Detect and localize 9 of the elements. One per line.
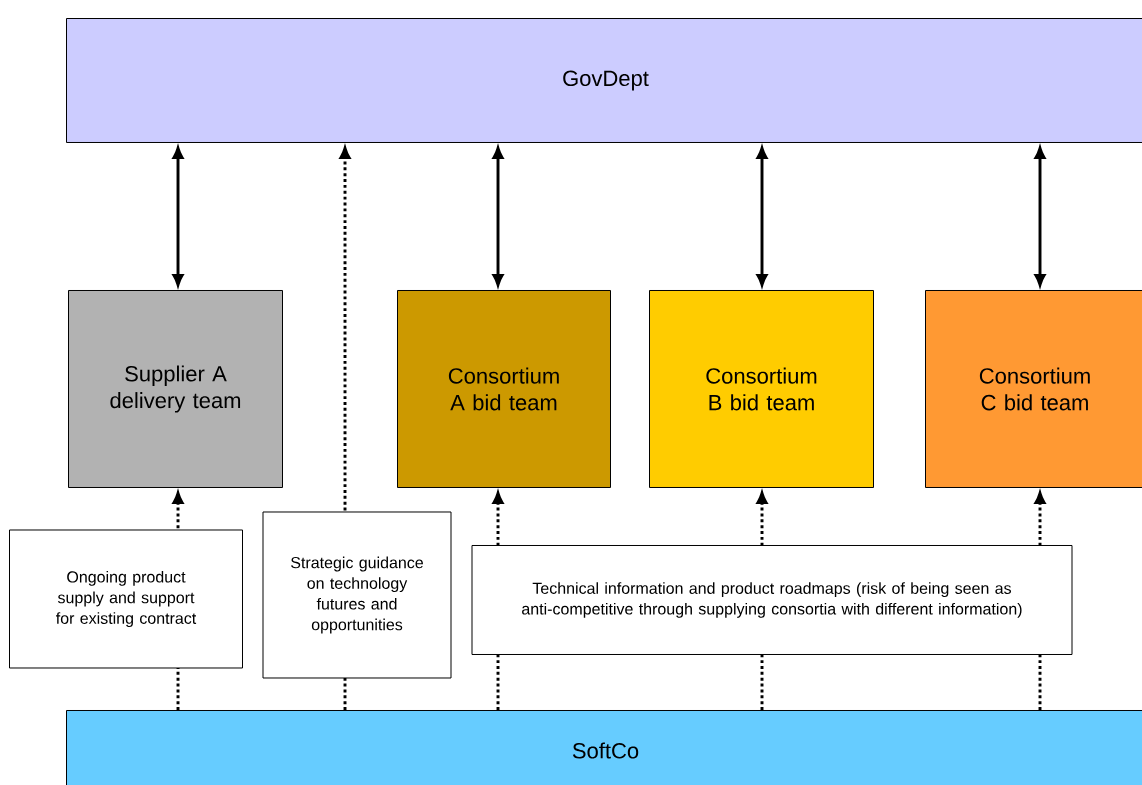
team-box: Consortium B bid team	[649, 290, 874, 488]
team-box: Consortium C bid team	[925, 290, 1142, 488]
organization-box: GovDept	[66, 18, 1142, 143]
team-box: Consortium A bid team	[397, 290, 611, 488]
organization-box: SoftCo	[66, 710, 1142, 785]
edge-label: Ongoing product supply and support for existing contract	[9, 529, 243, 669]
edge-label: Strategic guidance on technology futures and opportunities	[262, 511, 452, 679]
edge-label: Technical information and product roadmaps (risk of being seen as anti-competitive through supplying consortia with different information)	[471, 545, 1073, 655]
team-box: Supplier A delivery team	[68, 290, 283, 488]
